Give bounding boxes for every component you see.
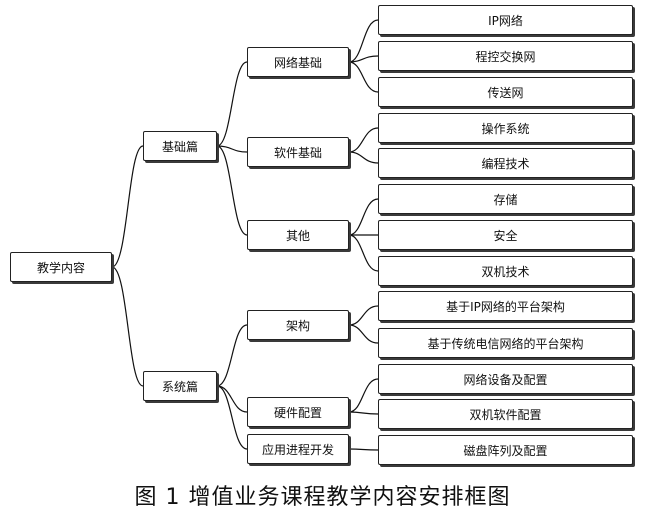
leaf-operating-system: 操作系统 bbox=[378, 113, 633, 143]
group-architecture-node: 架构 bbox=[247, 310, 349, 340]
leaf-dual-machine: 双机技术 bbox=[378, 256, 633, 286]
leaf-security: 安全 bbox=[378, 220, 633, 250]
leaf-disk-array: 磁盘阵列及配置 bbox=[378, 435, 633, 465]
leaf-network-equipment: 网络设备及配置 bbox=[378, 364, 633, 394]
tree-connector-lines bbox=[111, 19, 379, 451]
branch-system-node: 系统篇 bbox=[143, 371, 217, 401]
branch-basic-node: 基础篇 bbox=[143, 131, 217, 161]
group-network-basics-node: 网络基础 bbox=[247, 47, 349, 77]
leaf-telecom-platform-arch: 基于传统电信网络的平台架构 bbox=[378, 328, 633, 358]
figure-caption: 图 1 增值业务课程教学内容安排框图 bbox=[134, 484, 511, 510]
group-app-process-dev-node: 应用进程开发 bbox=[247, 434, 349, 464]
leaf-switching-network: 程控交换网 bbox=[378, 41, 633, 71]
leaf-dual-software: 双机软件配置 bbox=[378, 399, 633, 429]
leaf-ip-platform-arch: 基于IP网络的平台架构 bbox=[378, 291, 633, 321]
group-software-basics-node: 软件基础 bbox=[247, 137, 349, 167]
leaf-ip-network: IP网络 bbox=[378, 5, 633, 35]
leaf-storage: 存储 bbox=[378, 184, 633, 214]
root-node: 教学内容 bbox=[10, 252, 112, 282]
leaf-transport-network: 传送网 bbox=[378, 77, 633, 107]
group-other-node: 其他 bbox=[247, 220, 349, 250]
group-hardware-config-node: 硬件配置 bbox=[247, 397, 349, 427]
leaf-programming: 编程技术 bbox=[378, 148, 633, 178]
